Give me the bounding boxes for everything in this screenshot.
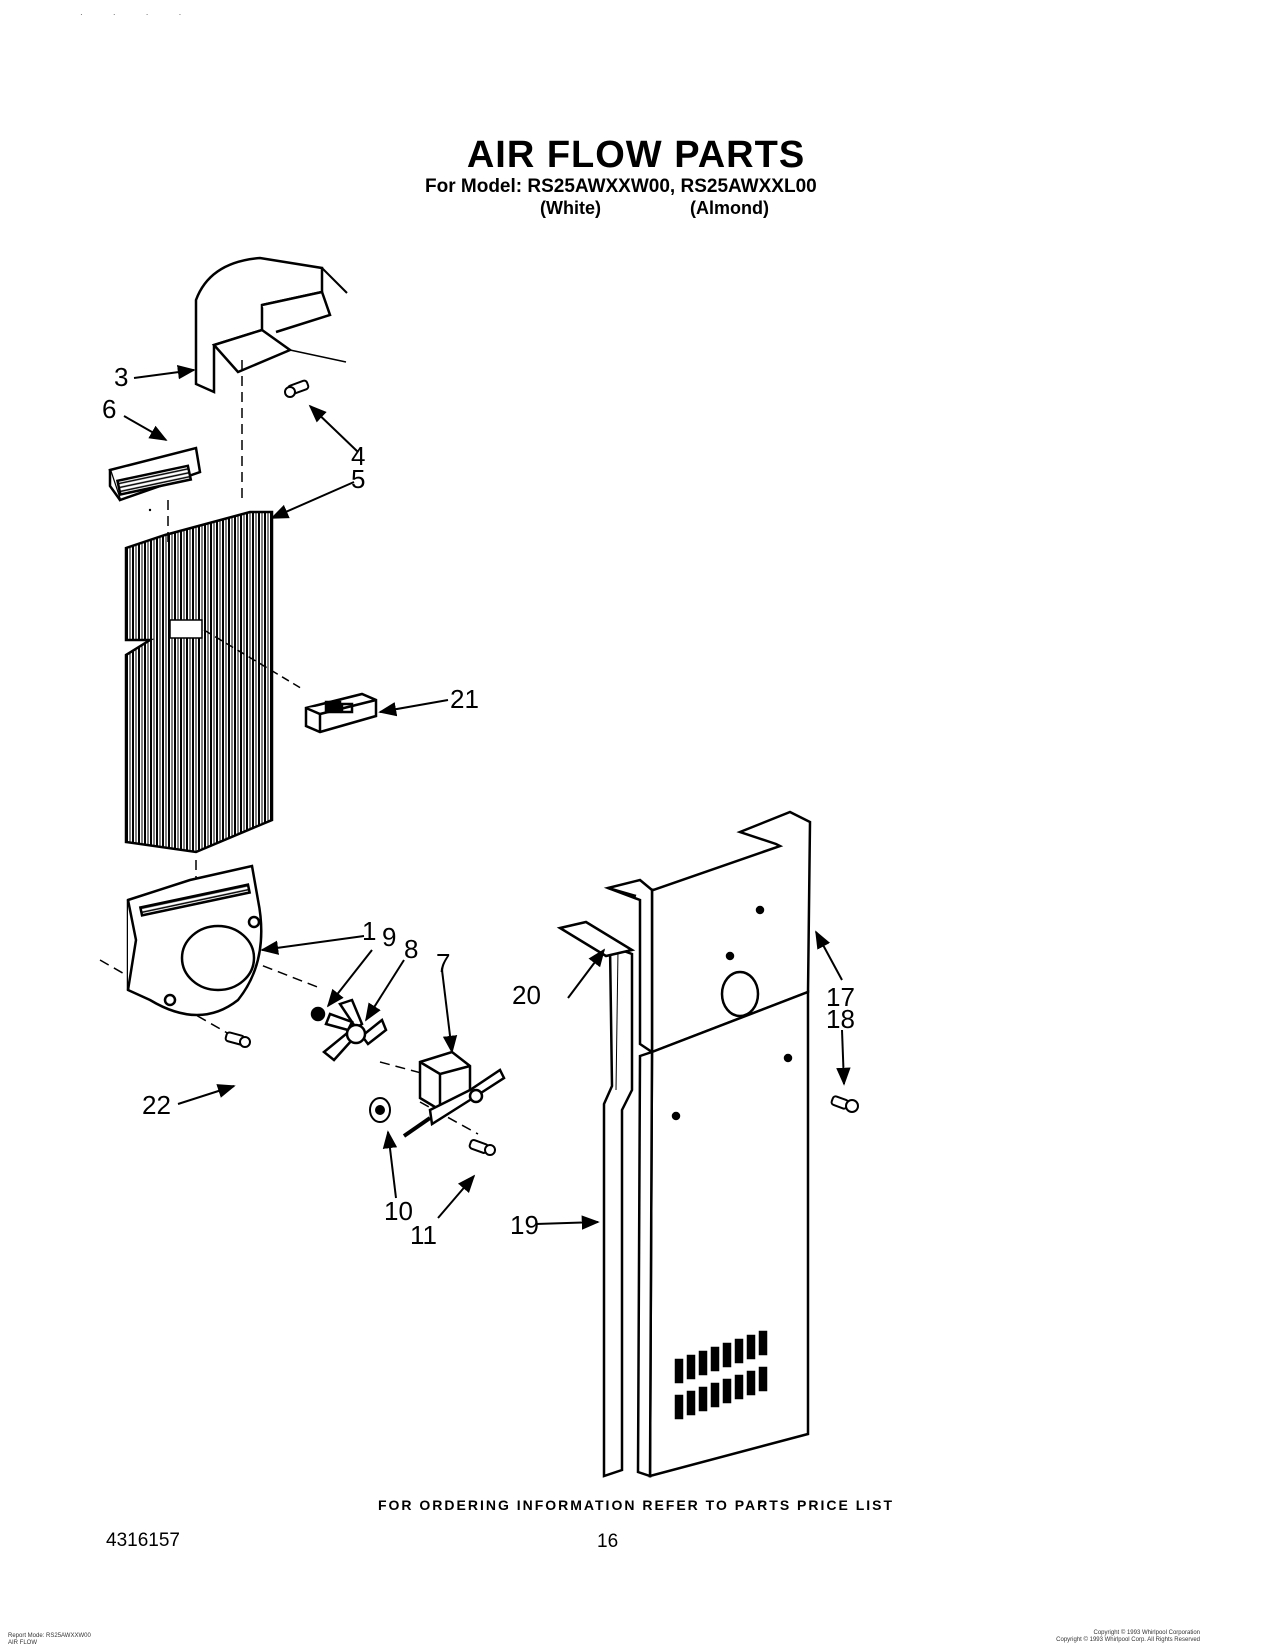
part-19-side-channel <box>602 944 634 1478</box>
callout-7: 7 <box>436 948 451 978</box>
footer-left-line-2: AIR FLOW <box>8 1640 38 1646</box>
callout-22: 22 <box>142 1090 171 1120</box>
callout-11: 11 <box>410 1220 437 1250</box>
part-11-screw <box>468 1139 496 1156</box>
vent-slots <box>674 1330 768 1420</box>
part-7-fan-motor <box>402 1050 506 1138</box>
callout-18: 18 <box>826 1004 855 1034</box>
stray-scan-dots <box>148 508 762 1504</box>
callout-20: 20 <box>512 980 541 1010</box>
scan-marks: · · · · <box>80 10 196 19</box>
leader-arrows <box>123 365 851 1230</box>
callout-21: 21 <box>450 684 479 714</box>
footer-left-line-1: Report Mode: RS25AWXXW00 <box>8 1633 91 1639</box>
part-5-evaporator-cover <box>124 510 305 854</box>
callout-4: 4 <box>351 441 366 471</box>
part-22-screw <box>224 1031 251 1048</box>
part-8-fan-blade <box>322 998 388 1062</box>
callout-5: 5 <box>351 464 366 494</box>
copyright-line-1: Copyright © 1993 Whirlpool Corporation <box>1093 1630 1200 1636</box>
part-21-damper-housing <box>304 692 378 734</box>
callout-6: 6 <box>102 394 117 424</box>
footer-left: Report Mode: RS25AWXXW00 AIR FLOW <box>8 1633 91 1647</box>
part-20-seal <box>556 920 636 958</box>
part-17-rear-panel <box>603 810 812 1478</box>
part-1-fan-shroud <box>126 864 263 1017</box>
part-10-grommet <box>369 1097 391 1123</box>
ordering-note: FOR ORDERING INFORMATION REFER TO PARTS … <box>377 1497 895 1513</box>
callout-9: 9 <box>382 922 397 952</box>
copyright-line-2: Copyright © 1993 Whirlpool Corp. All Rig… <box>1056 1637 1200 1643</box>
part-18-screw <box>830 1095 859 1113</box>
footer-right: Copyright © 1993 Whirlpool Corporation C… <box>980 1630 1200 1644</box>
page-title: AIR FLOW PARTS <box>466 134 806 176</box>
color-label-white: (White) <box>540 198 601 218</box>
callout-1: 1 <box>362 916 377 946</box>
callout-10: 10 <box>384 1196 413 1226</box>
part-9-nut <box>310 1006 326 1022</box>
callout-3: 3 <box>114 362 129 392</box>
callout-8: 8 <box>404 934 419 964</box>
part-4-screw <box>284 379 310 398</box>
part-6-grille <box>108 446 202 502</box>
model-line: For Model: RS25AWXXW00, RS25AWXXL00 <box>425 176 817 197</box>
callout-19: 19 <box>510 1210 539 1240</box>
callout-17: 17 <box>826 982 855 1012</box>
document-number: 4316157 <box>106 1530 180 1551</box>
part-3-duct-cover <box>194 256 348 394</box>
page-number: 16 <box>597 1531 619 1552</box>
color-label-almond: (Almond) <box>690 198 769 218</box>
